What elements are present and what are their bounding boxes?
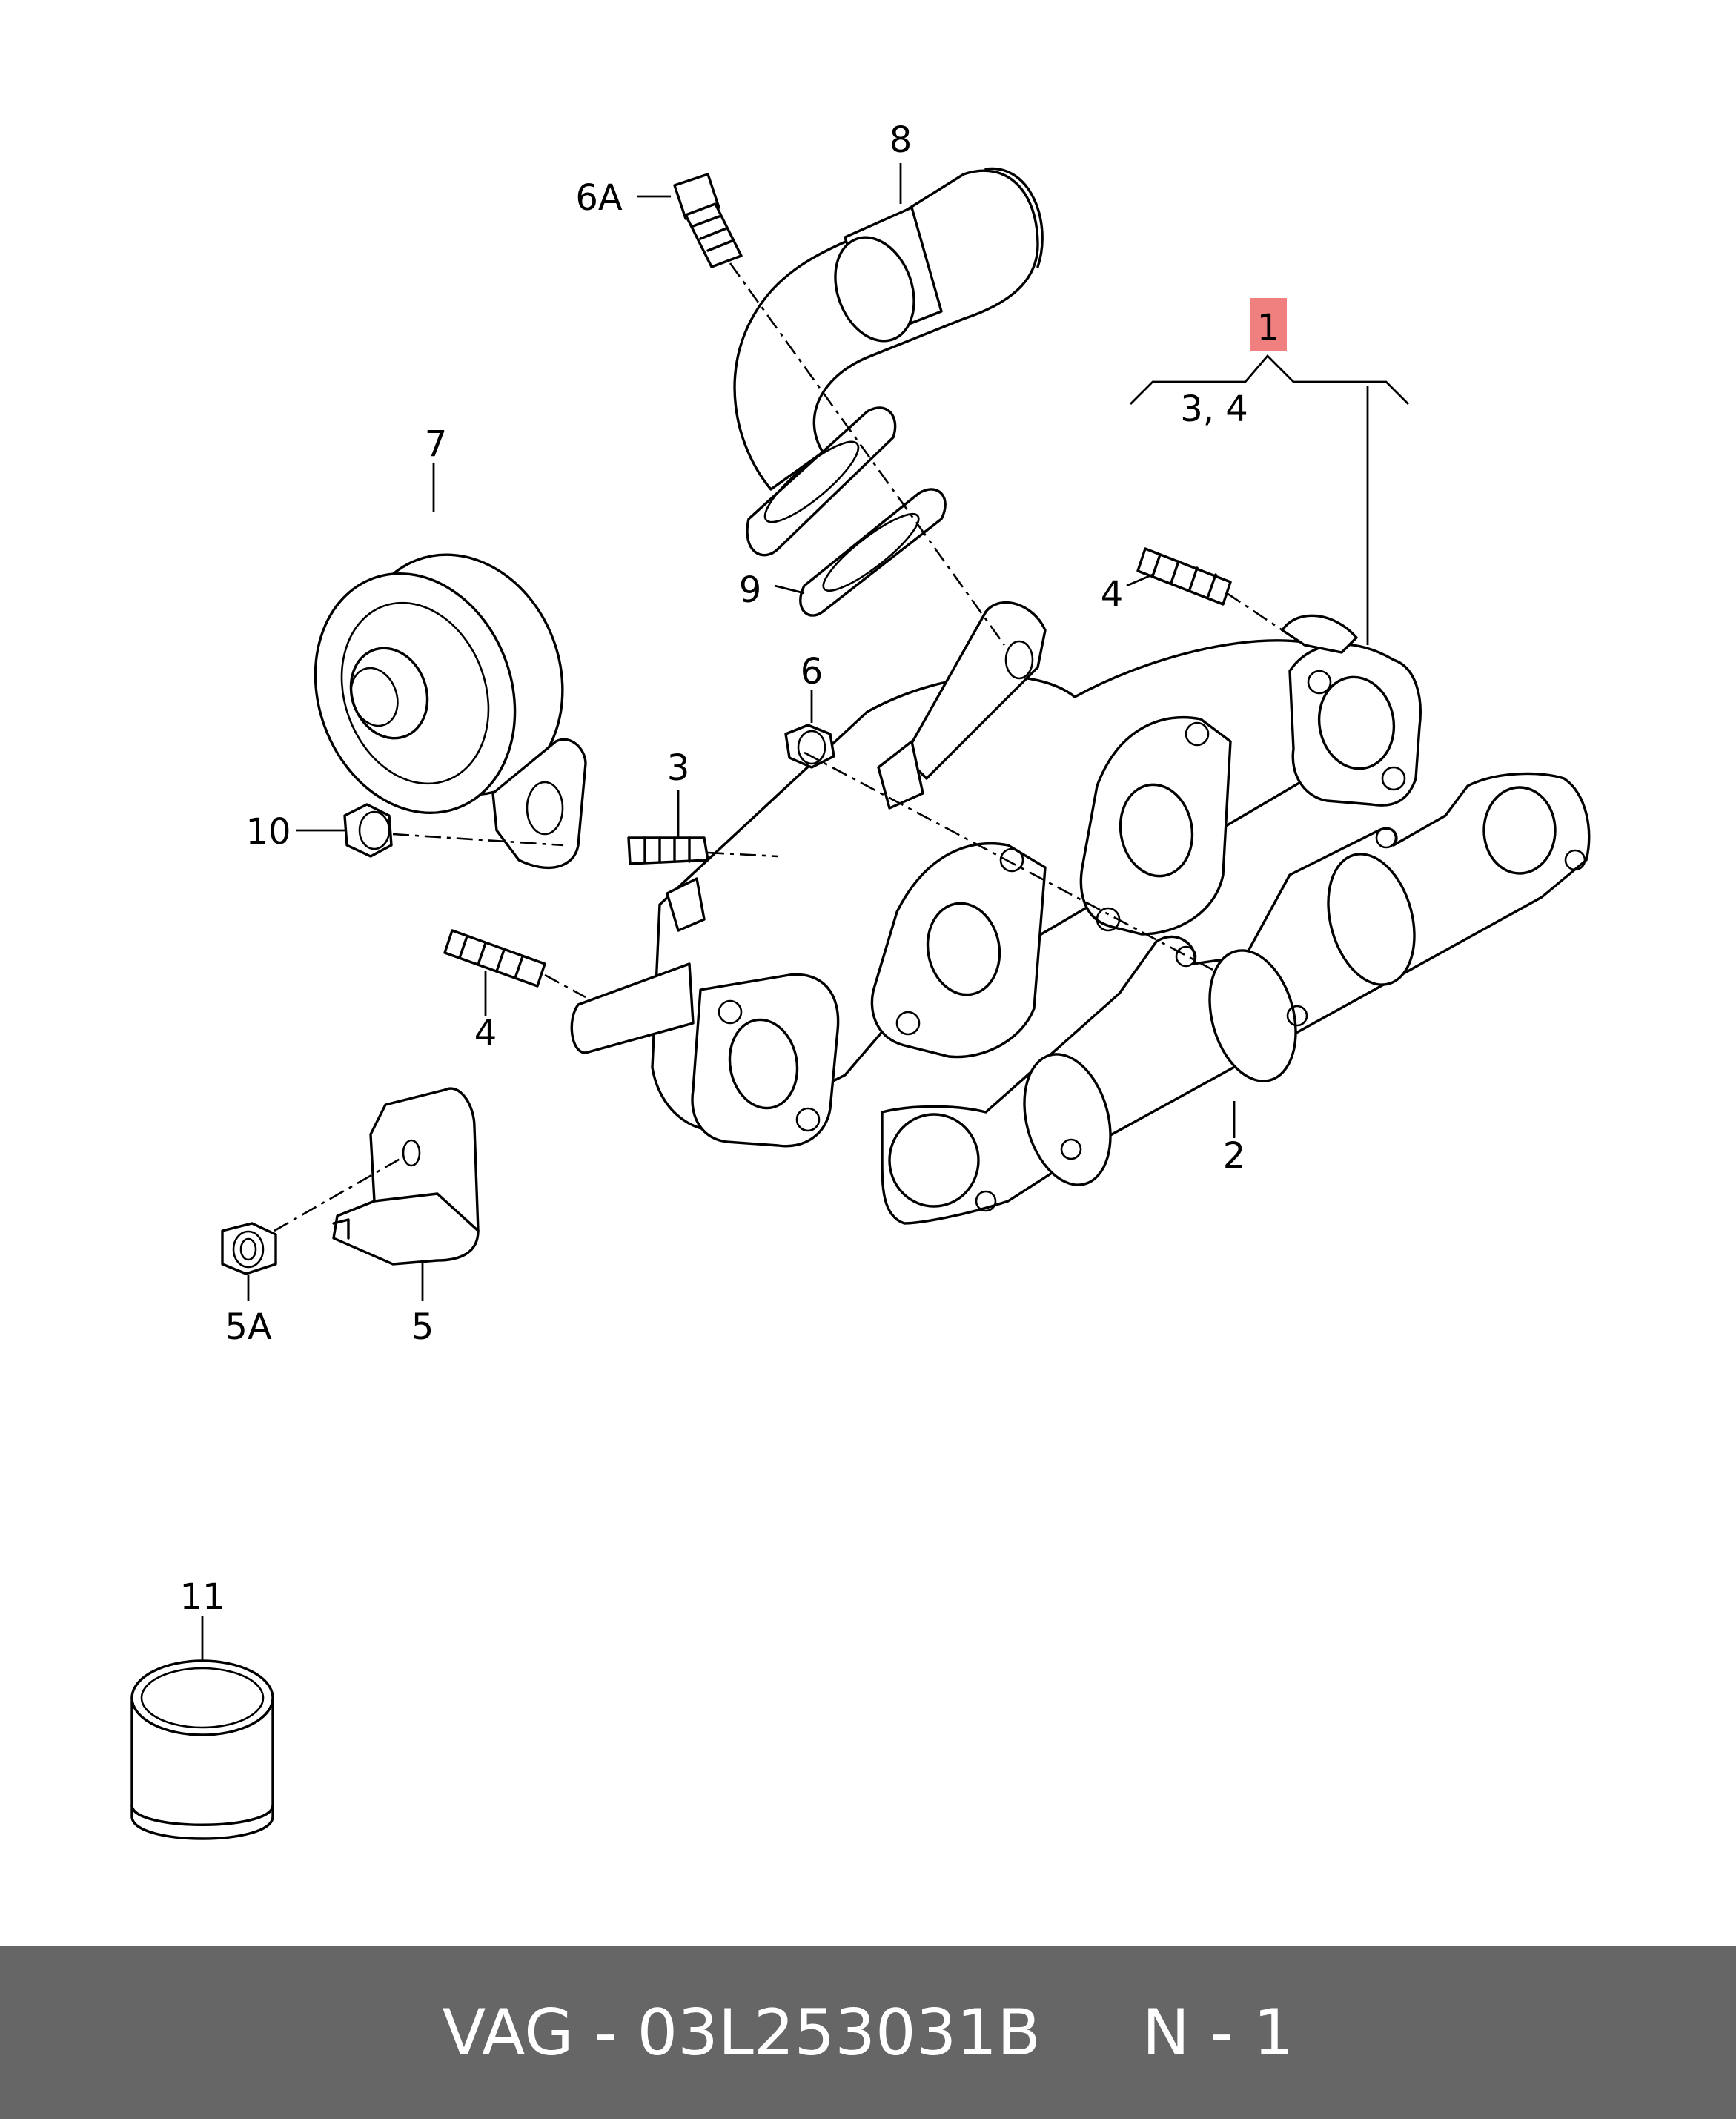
- callout-6: 6: [801, 651, 824, 692]
- callout-10: 10: [245, 811, 291, 853]
- callout-4-upper: 4: [1101, 574, 1124, 615]
- part-6a-bolt: [673, 173, 743, 268]
- callout-6a: 6A: [575, 177, 623, 219]
- assembly-lines: [274, 262, 1283, 1232]
- part-8-pipe: [733, 167, 1044, 491]
- footer-part-number: VAG - 03L253031B N - 1: [442, 1995, 1294, 2070]
- part-2-gasket: [881, 772, 1591, 1225]
- callout-11: 11: [179, 1576, 225, 1618]
- exhaust-manifold-diagram: 1 3, 4 2 3 4 4 5 5A 6 6A 7 8 9 10 11: [130, 119, 1591, 1840]
- callout-4-lower: 4: [474, 1013, 497, 1054]
- part-10-nut: [343, 803, 393, 858]
- part-5a-nut: [221, 1222, 277, 1275]
- part-1-exhaust-manifold: [570, 601, 1422, 1148]
- callout-7: 7: [425, 423, 448, 465]
- callout-5: 5: [411, 1306, 434, 1348]
- part-11-ring: [130, 1659, 274, 1840]
- callout-3-4: 3, 4: [1180, 389, 1248, 430]
- part-5-bracket: [332, 1087, 480, 1266]
- leader-lines: [201, 163, 1409, 1661]
- callout-1: 1: [1257, 307, 1280, 348]
- callout-9: 9: [739, 569, 762, 611]
- callout-3: 3: [667, 747, 690, 789]
- callout-labels: 1 3, 4 2 3 4 4 5 5A 6 6A 7 8 9 10 11: [179, 119, 1279, 1618]
- part-4-stud-lower: [443, 929, 546, 988]
- callout-5a: 5A: [225, 1306, 272, 1348]
- part-7-pulley: [314, 553, 587, 870]
- highlight-callout-1: [1250, 298, 1287, 351]
- callout-8: 8: [889, 119, 912, 161]
- part-9-gasket: [746, 406, 947, 617]
- part-6-nut: [784, 724, 835, 769]
- part-3-stud: [627, 836, 709, 865]
- footer-bar: VAG - 03L253031B N - 1: [0, 1946, 1736, 2119]
- part-4-stud-upper: [1136, 547, 1232, 606]
- callout-2: 2: [1223, 1135, 1246, 1177]
